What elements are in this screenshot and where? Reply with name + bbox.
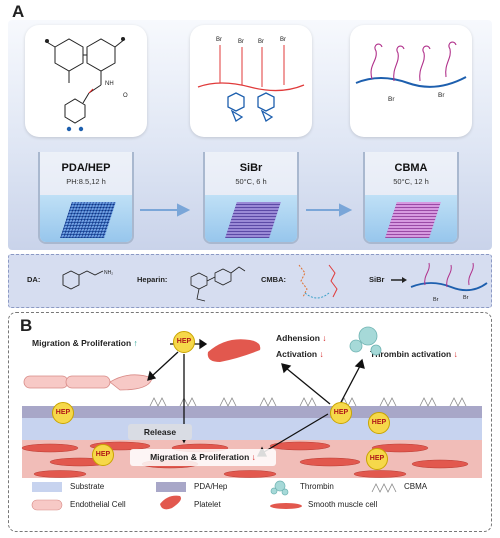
heparin-dopamine-structure: NH O <box>44 37 128 132</box>
hep-badge: HEP <box>92 444 114 466</box>
beaker-conditions: 50°C, 12 h <box>393 177 429 186</box>
down-arrow-icon: ↓ <box>322 333 327 343</box>
endothelial-cells <box>23 374 153 391</box>
process-arrow-head <box>339 203 353 217</box>
thrombin-activation-label: Thrombin activation ↓ <box>370 349 458 359</box>
nh2-text: NH₂ <box>104 270 113 276</box>
process-arrow-head <box>177 203 191 217</box>
cbma-structure: Br Br <box>355 41 467 103</box>
cmba-molecule <box>298 264 338 299</box>
legend-substrate-swatch <box>32 482 62 492</box>
legend-substrate-label: Substrate <box>70 482 105 491</box>
down-arrow-icon: ↓ <box>319 349 324 359</box>
thrombin-icon <box>349 326 382 356</box>
legend-cbma-label: CBMA <box>404 482 428 491</box>
legend-smooth-muscle-label: Smooth muscle cell <box>308 500 378 509</box>
migration-proliferation-down-label: Migration & Proliferation ↓ <box>130 449 276 466</box>
beaker-sibr: SiBr 50°C, 6 h <box>203 152 299 244</box>
legend-thrombin-label: Thrombin <box>300 482 334 491</box>
legend-cbma-icon <box>371 483 397 493</box>
da-label: DA: <box>27 275 41 284</box>
beaker-label: PDA/HEP <box>61 162 111 174</box>
legend-thrombin-icon <box>270 480 289 496</box>
smooth-muscle-cell <box>207 339 261 362</box>
heparin-molecule <box>190 266 246 302</box>
nh-text: NH <box>105 81 114 87</box>
br-text: Br <box>433 297 439 303</box>
beaker-label: CBMA <box>394 162 428 174</box>
panel-b-letter: B <box>20 316 33 335</box>
dopamine-molecule: NH₂ <box>62 270 113 290</box>
beaker-pda-hep: PDA/HEP PH:8.5,12 h <box>38 152 134 244</box>
molecule-legend-strip: DA: NH₂ Heparin: CMBA: SiBr Br <box>8 254 492 308</box>
beaker-cbma: CBMA 50°C, 12 h <box>363 152 459 244</box>
br-text: Br <box>388 96 395 103</box>
heparin-label: Heparin: <box>137 275 168 284</box>
hep-badge: HEP <box>173 331 195 353</box>
legend-pda-hep-label: PDA/Hep <box>194 482 228 491</box>
cmba-label: CMBA: <box>261 275 286 284</box>
o-text: O <box>123 93 128 99</box>
beaker-conditions: 50°C, 6 h <box>235 177 267 186</box>
panel-a-letter: A <box>12 2 25 21</box>
cbma-structure-bubble: Br Br <box>350 25 472 137</box>
adhesion-label: Adhension ↓ <box>276 333 327 343</box>
label-text: Adhension <box>276 333 320 343</box>
down-arrow-icon: ↓ <box>251 452 256 462</box>
br-text: Br <box>238 39 244 45</box>
hep-badge: HEP <box>52 402 74 424</box>
legend-platelet-label: Platelet <box>194 500 221 509</box>
down-arrow-icon: ↓ <box>453 349 458 359</box>
cbma-brush <box>149 397 467 407</box>
legend-platelet-icon <box>160 495 181 510</box>
reaction-arrow <box>391 277 407 283</box>
br-text: Br <box>438 92 445 99</box>
activation-label: Activation ↓ <box>276 349 324 359</box>
sibr-label: SiBr <box>369 275 385 284</box>
sibr-structure: Br Br Br Br <box>197 37 305 122</box>
label-text: Migration & Proliferation <box>150 452 250 462</box>
hep-badge: HEP <box>366 448 388 470</box>
pda-hep-layer <box>22 406 482 418</box>
migration-proliferation-up-label: Migration & Proliferation ↑ <box>32 338 138 348</box>
br-text: Br <box>463 295 469 301</box>
br-text: Br <box>216 37 222 43</box>
cbma-product-molecule: Br Br <box>410 262 488 303</box>
br-text: Br <box>258 39 264 45</box>
release-label: Release <box>128 424 192 440</box>
legend-pda-hep-swatch <box>156 482 186 492</box>
up-arrow-icon: ↑ <box>133 338 138 348</box>
label-text: Migration & Proliferation <box>32 338 132 348</box>
br-text: Br <box>280 37 286 43</box>
label-text: Activation <box>276 349 318 359</box>
pda-hep-structure-bubble: NH O <box>25 25 147 137</box>
sibr-structure-bubble: Br Br Br Br <box>190 25 312 137</box>
substrate-layer <box>22 418 482 440</box>
hep-badge: HEP <box>330 402 352 424</box>
label-text: Thrombin activation <box>370 349 452 359</box>
process-arrows <box>140 203 353 217</box>
beaker-label: SiBr <box>239 162 263 174</box>
beaker-conditions: PH:8.5,12 h <box>66 177 106 186</box>
legend-smooth-muscle-icon <box>270 503 302 509</box>
legend-endothelial-swatch <box>31 499 63 511</box>
legend-endothelial-label: Endothelial Cell <box>70 500 126 509</box>
hep-badge: HEP <box>368 412 390 434</box>
